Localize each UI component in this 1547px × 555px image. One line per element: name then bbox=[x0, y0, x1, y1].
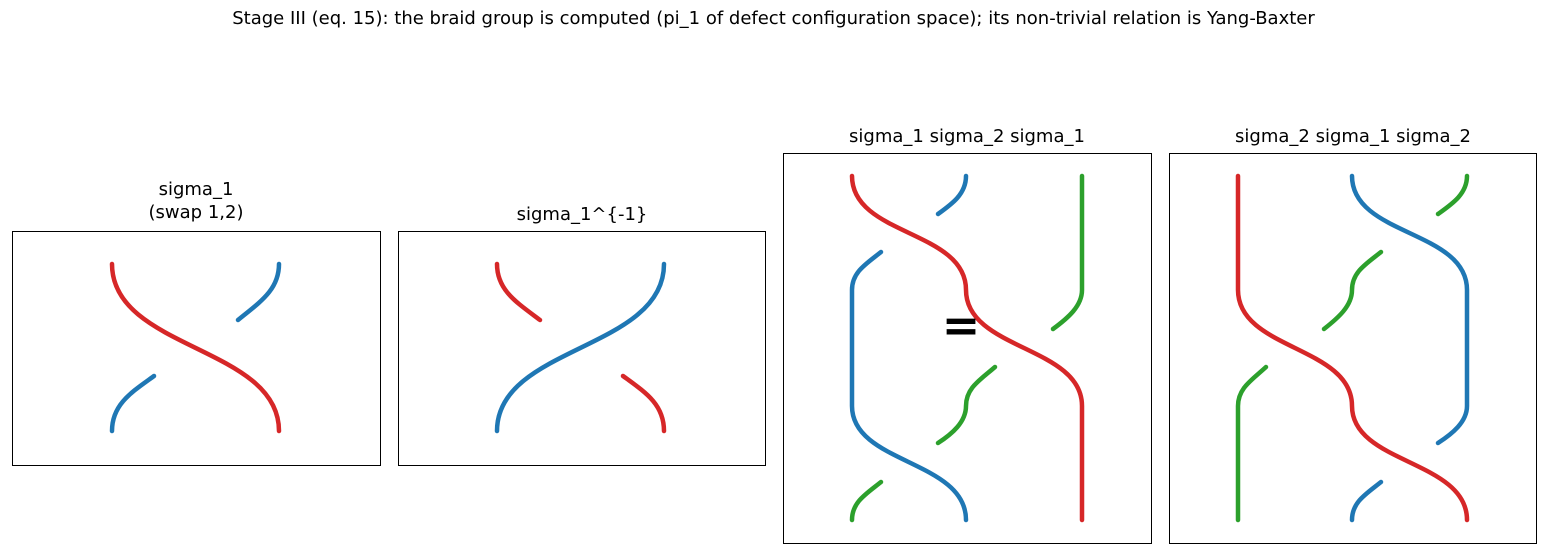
p1-blue-strand-upper bbox=[235, 261, 282, 323]
p3-green-strand-bottom bbox=[849, 479, 884, 523]
panel-2-title: sigma_1^{-1} bbox=[398, 203, 766, 226]
p2-red-strand-lower bbox=[620, 373, 667, 434]
panel-1-title-line2: (swap 1,2) bbox=[148, 202, 244, 223]
p4-blue-strand-main bbox=[1349, 173, 1470, 446]
panel-4-title: sigma_2 sigma_1 sigma_2 bbox=[1169, 125, 1537, 148]
panel-4-title-line1: sigma_2 sigma_1 sigma_2 bbox=[1235, 126, 1471, 147]
p1-red-strand bbox=[109, 261, 282, 434]
p3-green-strand-top bbox=[1050, 173, 1085, 332]
panel-4-frame bbox=[1169, 153, 1537, 544]
p2-red-strand-upper bbox=[494, 261, 543, 323]
p3-red-strand bbox=[849, 173, 1085, 523]
panel-2-title-line1: sigma_1^{-1} bbox=[516, 204, 648, 225]
p4-green-strand-bottom bbox=[1235, 364, 1269, 523]
p1-blue-strand-lower bbox=[109, 373, 157, 434]
panel-3-title: sigma_1 sigma_2 sigma_1 bbox=[783, 125, 1151, 148]
figure-title: Stage III (eq. 15): the braid group is c… bbox=[232, 8, 1315, 29]
panel-3-frame bbox=[783, 153, 1152, 544]
p4-blue-strand-bottom bbox=[1349, 479, 1384, 523]
p4-red-strand bbox=[1235, 173, 1470, 523]
equals-sign: = bbox=[941, 298, 981, 352]
panel-3-title-line1: sigma_1 sigma_2 sigma_1 bbox=[849, 126, 1085, 147]
p4-green-strand-mid bbox=[1321, 249, 1384, 332]
p3-blue-strand-top bbox=[935, 173, 969, 217]
panel-1-title: sigma_1 (swap 1,2) bbox=[12, 178, 380, 224]
p2-blue-strand bbox=[494, 261, 667, 434]
panel-1-title-line1: sigma_1 bbox=[158, 179, 234, 200]
p3-blue-strand-main bbox=[849, 249, 969, 523]
p3-green-strand-mid bbox=[935, 364, 998, 446]
p4-green-strand-top bbox=[1435, 173, 1470, 217]
